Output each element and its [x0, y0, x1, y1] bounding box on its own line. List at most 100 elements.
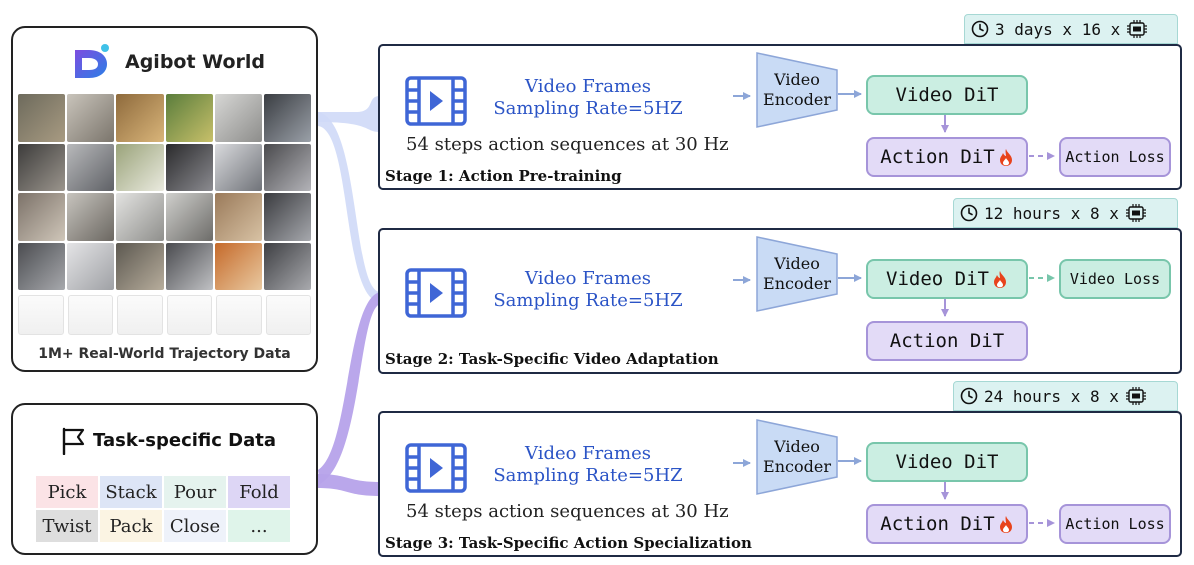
robot-photo: [165, 242, 213, 290]
clock-icon: [960, 387, 978, 405]
action-steps-label: 54 steps action sequences at 30 Hz: [406, 501, 729, 522]
film-icon: [405, 268, 467, 318]
video-encoder-shape: [756, 236, 838, 312]
encoder-line: Video: [774, 437, 820, 456]
robot-photo: [67, 193, 115, 241]
robot-photo: [165, 94, 213, 142]
task-data-title: Task-specific Data: [93, 430, 277, 451]
loss-label: Action Loss: [1065, 515, 1165, 533]
film-icon: [405, 76, 467, 126]
dataset-to-stage1-band: [318, 96, 380, 132]
action-dit-label: Action DiT: [889, 330, 1005, 352]
flame-icon: [999, 515, 1012, 533]
trajectory-plot: [67, 295, 113, 335]
video-encoder-shape: [756, 52, 838, 128]
training-budget-text: 3 days x 16 x: [995, 19, 1121, 39]
flame-icon: [999, 148, 1012, 166]
action-dit-box: Action DiT: [866, 137, 1028, 177]
flame-icon: [993, 270, 1006, 288]
robot-photo: [18, 242, 66, 290]
sampling-rate-line: Sampling Rate=5HZ: [493, 465, 683, 486]
video-encoder-shape: [756, 419, 838, 495]
flag-icon: [62, 427, 85, 455]
robot-photo: [18, 94, 66, 142]
robot-photo: [214, 193, 262, 241]
robot-photo: [67, 242, 115, 290]
stage-title: Stage 1: Action Pre-training: [385, 167, 622, 185]
training-budget-badge: 12 hours x 8 x: [953, 198, 1178, 228]
robot-photo: [263, 193, 311, 241]
robot-photo: [263, 143, 311, 191]
task-chip: Pour: [164, 476, 226, 508]
encoder-line: Encoder: [763, 457, 831, 476]
gpu-chip-icon: [1127, 20, 1148, 38]
robot-photo: [18, 143, 66, 191]
video-frames-line: Video Frames: [525, 268, 651, 289]
video-dit-box: Video DiT: [866, 442, 1028, 482]
task-chip: Twist: [36, 510, 98, 542]
video-dit-label: Video DiT: [895, 84, 999, 106]
robot-photo: [263, 94, 311, 142]
robot-photo: [116, 193, 164, 241]
task-chip: Fold: [228, 476, 290, 508]
video-dit-box: Video DiT: [866, 75, 1028, 115]
video-dit-label: Video DiT: [886, 268, 989, 290]
training-budget-text: 24 hours x 8 x: [984, 386, 1119, 406]
gpu-chip-icon: [1125, 387, 1146, 405]
robot-photo: [18, 193, 66, 241]
encoder-line: Video: [774, 70, 820, 89]
task-chip: Pick: [36, 476, 98, 508]
trajectory-plot: [166, 295, 212, 335]
action-steps-label: 54 steps action sequences at 30 Hz: [406, 134, 729, 155]
robot-photo: [263, 242, 311, 290]
trajectory-plot: [216, 295, 262, 335]
video-frames-line: Video Frames: [525, 443, 651, 464]
loss-box: Action Loss: [1059, 137, 1171, 177]
robot-photo: [67, 94, 115, 142]
loss-label: Video Loss: [1069, 270, 1161, 288]
task-chip: Stack: [100, 476, 162, 508]
gpu-chip-icon: [1125, 204, 1146, 222]
robot-photo: [214, 94, 262, 142]
task-to-stage2-band: [318, 292, 380, 484]
trajectory-plot-row: [18, 295, 311, 335]
task-to-stage3-band: [318, 474, 380, 496]
training-budget-text: 12 hours x 8 x: [984, 203, 1119, 223]
loss-label: Action Loss: [1065, 148, 1165, 166]
action-dit-label: Action DiT: [880, 513, 995, 535]
task-chip: Pack: [100, 510, 162, 542]
dataset-caption: 1M+ Real-World Trajectory Data: [38, 346, 291, 362]
dataset-panel: Agibot World 1M+ Real-World Traje: [11, 26, 318, 372]
task-chip: Close: [164, 510, 226, 542]
robot-photo: [214, 242, 262, 290]
robot-photo: [165, 143, 213, 191]
dataset-brand-name: Agibot World: [125, 51, 265, 73]
agibot-logo-icon: [75, 44, 109, 78]
stage-title: Stage 3: Task-Specific Action Specializa…: [385, 534, 752, 552]
robot-photo-grid: [18, 94, 311, 290]
robot-photo: [214, 143, 262, 191]
sampling-rate-line: Sampling Rate=5HZ: [493, 290, 683, 311]
trajectory-plot: [18, 295, 64, 335]
trajectory-plot: [117, 295, 163, 335]
film-icon: [405, 443, 467, 493]
encoder-line: Video: [774, 254, 820, 273]
training-budget-badge: 3 days x 16 x: [964, 14, 1178, 44]
stage-title: Stage 2: Task-Specific Video Adaptation: [385, 350, 719, 368]
trajectory-plot: [265, 295, 311, 335]
action-dit-box: Action DiT: [866, 504, 1028, 544]
robot-photo: [116, 242, 164, 290]
video-dit-label: Video DiT: [895, 451, 999, 473]
action-dit-label: Action DiT: [880, 146, 995, 168]
clock-icon: [960, 204, 978, 222]
loss-box: Video Loss: [1059, 259, 1171, 299]
